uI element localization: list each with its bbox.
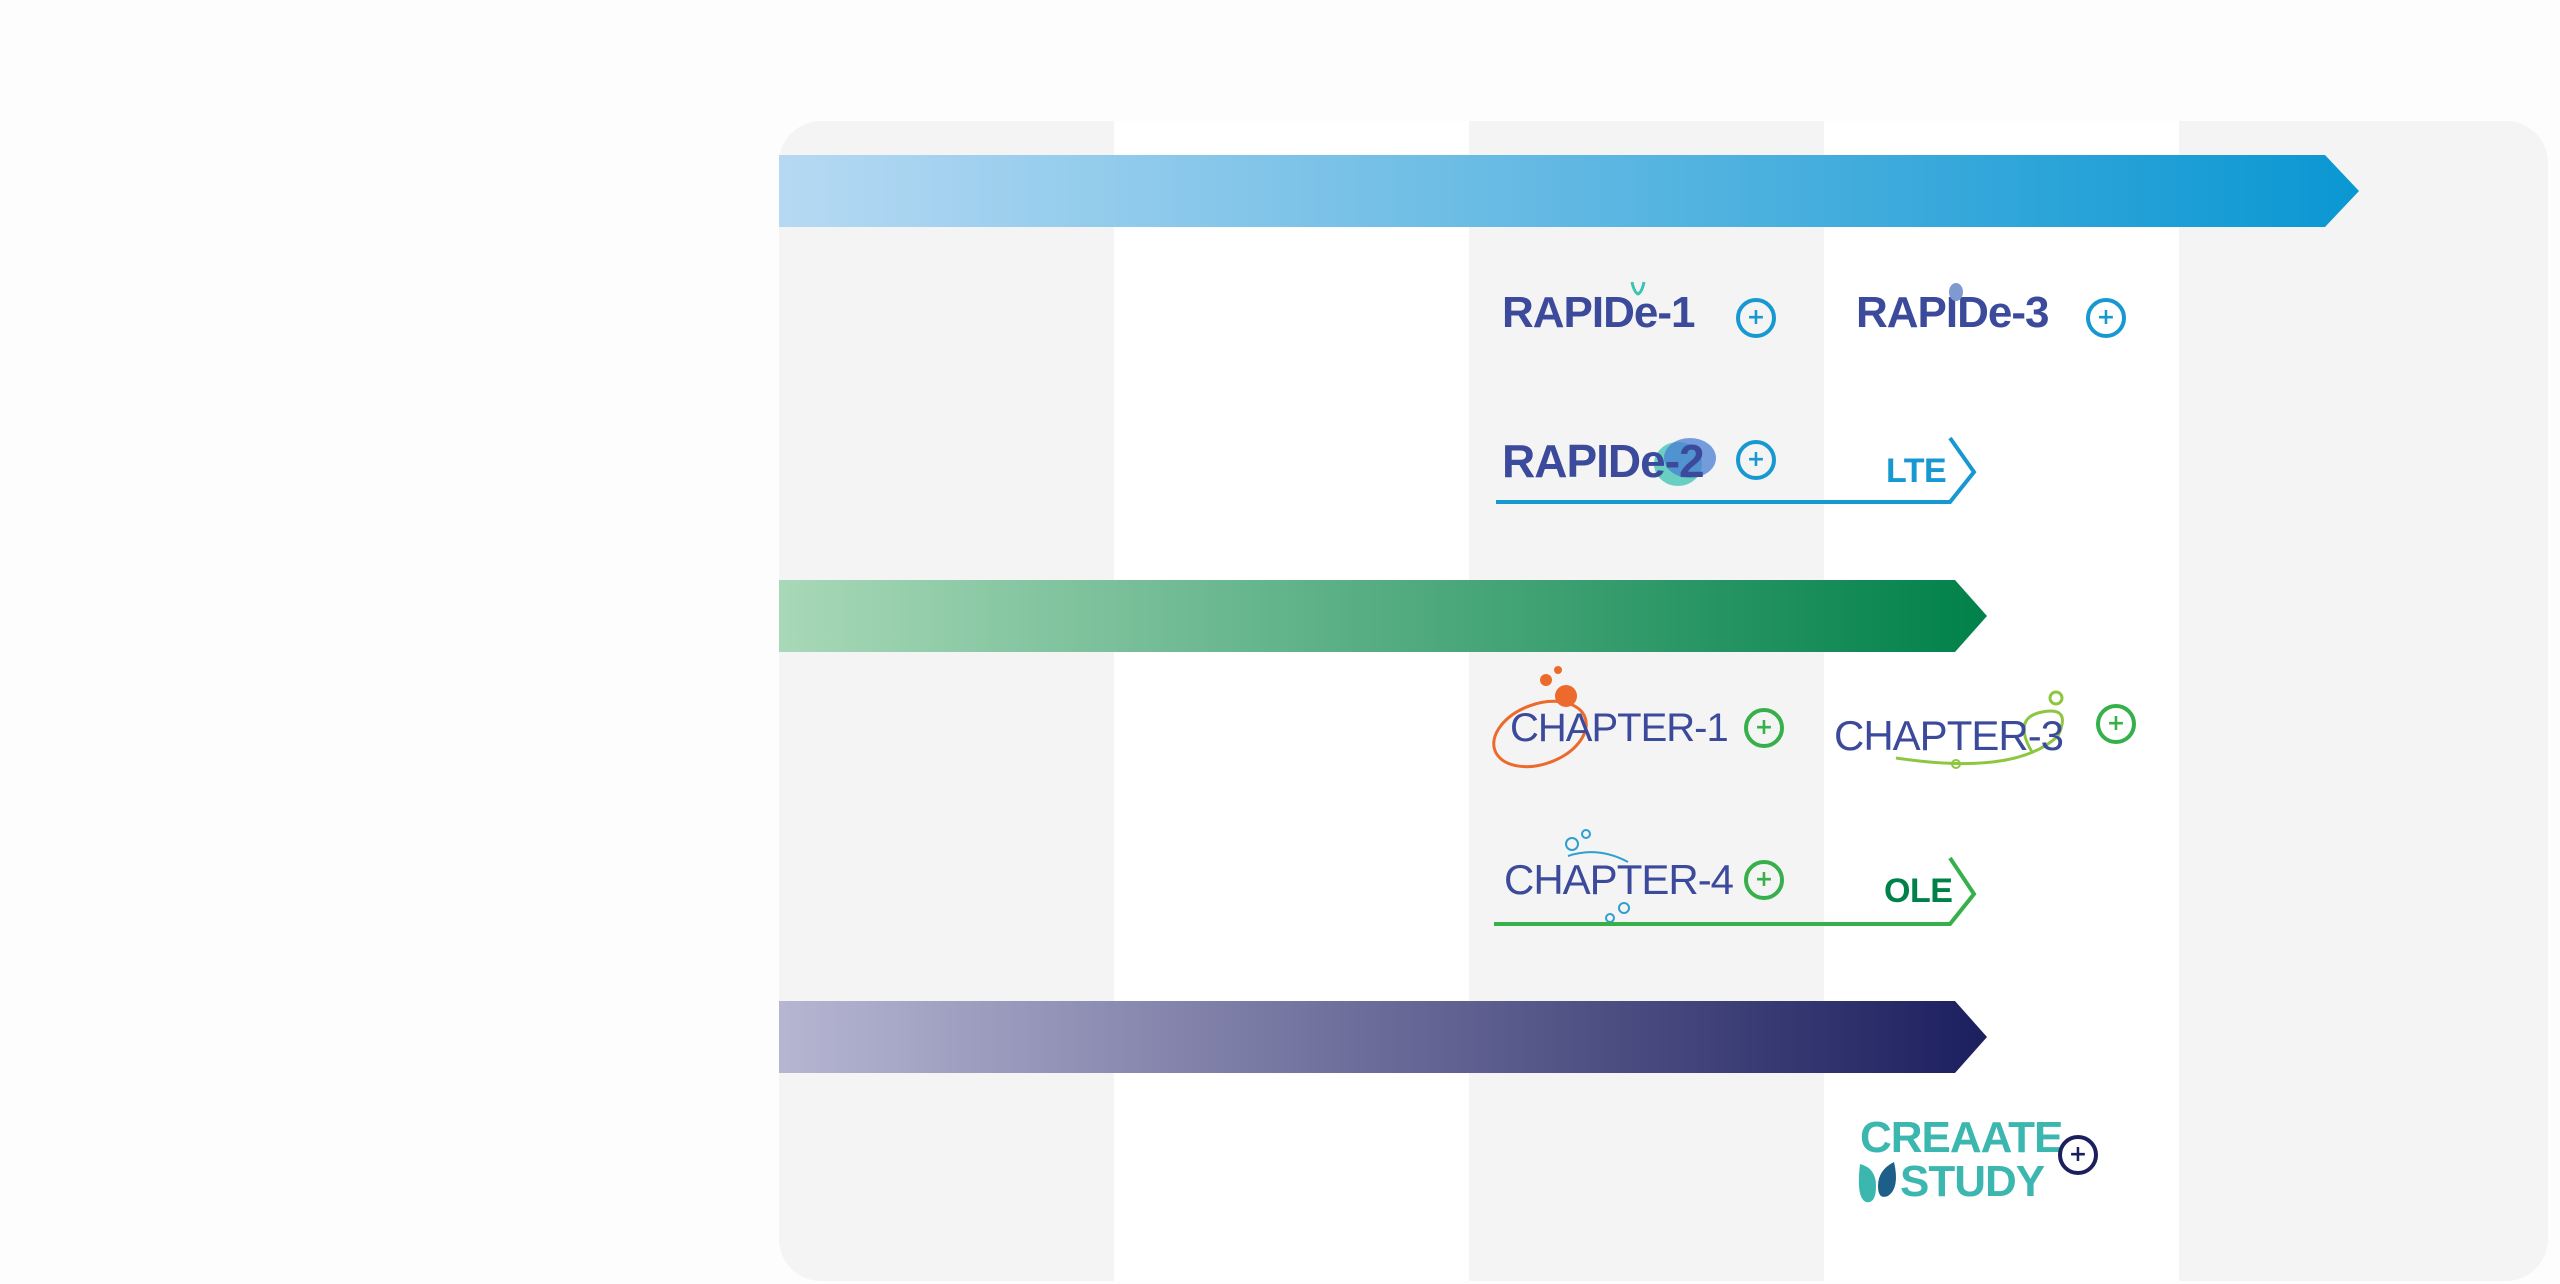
chapter-1-swirl-icon (1492, 666, 1588, 769)
column-stripe (1114, 121, 1469, 1281)
creaate-butterfly-icon (1858, 1162, 1896, 1203)
creaate-program-arrow (779, 1001, 1987, 1073)
chapter-program-arrow (779, 580, 1987, 652)
rapide-1-logo[interactable]: RAPIDe-1 (1502, 288, 1695, 338)
expand-rapide-3-button[interactable]: + (2086, 298, 2126, 338)
expand-chapter-3-button[interactable]: + (2096, 704, 2136, 744)
chapter-4-bubbles-icon (1565, 829, 1630, 923)
expand-chapter-4-button[interactable]: + (1744, 860, 1784, 900)
expand-rapide-1-button[interactable]: + (1736, 298, 1776, 338)
rapide-2-badge-icon (1654, 438, 1716, 486)
ole-extension-arrow (1494, 856, 1977, 926)
timeline-panel (779, 121, 2548, 1281)
chapter-4-logo[interactable]: CHAPTER-4 (1504, 856, 1734, 904)
expand-chapter-1-button[interactable]: + (1744, 708, 1784, 748)
study-label: RAPIDe-2 (1502, 435, 1705, 487)
chapter-3-logo[interactable]: CHAPTER-3 (1834, 712, 2064, 760)
creaate-subtitle: STUDY (1900, 1157, 2045, 1206)
study-label: CHAPTER-4 (1504, 856, 1734, 903)
rapide-program-arrow (779, 155, 2359, 227)
expand-rapide-2-button[interactable]: + (1736, 440, 1776, 480)
lte-extension-arrow (1496, 436, 1977, 504)
creaate-study-logo[interactable]: CREAATE STUDY (1860, 1113, 2063, 1206)
lte-label: LTE (1886, 452, 1947, 490)
expand-creaate-button[interactable]: + (2058, 1135, 2098, 1175)
study-label: CHAPTER-3 (1834, 712, 2064, 759)
ole-label: OLE (1884, 872, 1953, 910)
chapter-1-logo[interactable]: CHAPTER-1 (1510, 706, 1729, 751)
droplet-icon (1949, 283, 1963, 301)
study-label: RAPIDe-1 (1502, 288, 1695, 337)
study-label: CHAPTER-1 (1510, 706, 1729, 750)
leaf-icon (1630, 281, 1646, 296)
chapter-3-swirl-icon (1895, 690, 2064, 769)
rapide-2-logo[interactable]: RAPIDe-2 (1502, 434, 1705, 488)
creaate-title: CREAATE (1860, 1113, 2063, 1162)
